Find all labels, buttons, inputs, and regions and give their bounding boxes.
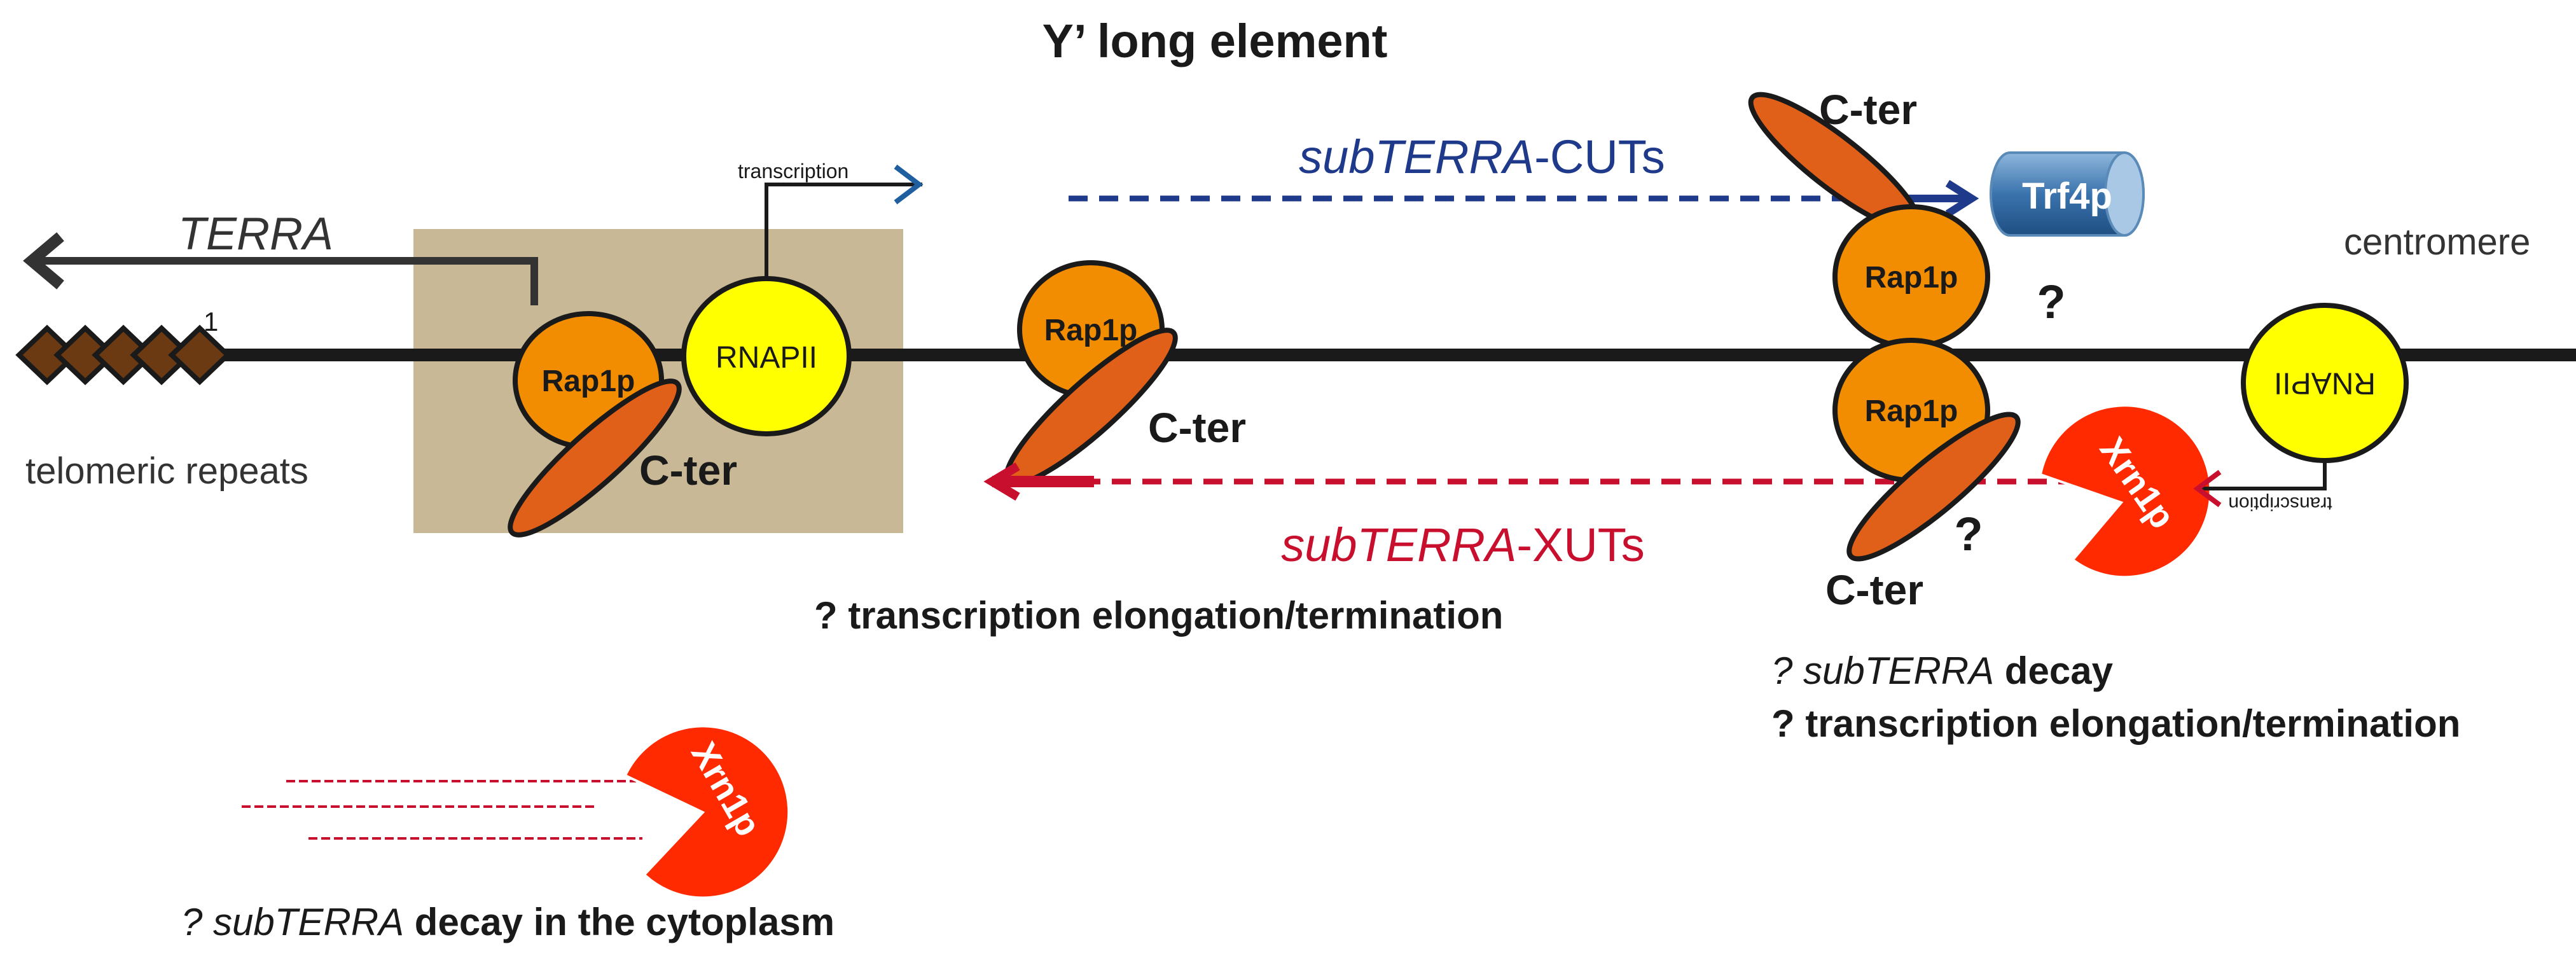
telomeric-repeats [15, 324, 232, 385]
rap1p-label: Rap1p [542, 364, 635, 398]
rap1p-label-upper: Rap1p [1865, 261, 1958, 295]
cter-label-promoter: C-ter [639, 447, 737, 494]
diagram-title: Y’ long element [1042, 15, 1388, 67]
repeat-index: 1 [204, 307, 218, 337]
cyto-decay-label: ? subTERRA decay in the cytoplasm [181, 901, 834, 943]
terra-transcript-arrow [32, 257, 538, 305]
transcription-arrow-right [2198, 461, 2327, 490]
rnapii-label: RNAPII [716, 341, 817, 375]
xrn1p-nuclear [2039, 404, 2212, 579]
rnapii-promoter [681, 276, 852, 436]
cter-domain-promoter [508, 378, 682, 538]
xuts-label: subTERRA-XUTs [1281, 518, 1645, 571]
question-trf4p: ? [2037, 275, 2065, 328]
xuts-arrowhead [983, 462, 1020, 501]
transcription-arrowhead-right [2193, 469, 2222, 508]
rnapii-label-antisense: RNAPII [2274, 366, 2376, 400]
xrn1p-cytoplasmic [623, 725, 791, 899]
rap1p-label-lower: Rap1p [1865, 394, 1958, 428]
rap1p-label-middle: Rap1p [1044, 314, 1138, 347]
trf4p-protein [1990, 151, 2145, 237]
trf4p-label: Trf4p [2022, 176, 2112, 217]
transcription-label-right: transcription [2228, 493, 2332, 514]
telomeric-repeats-label: telomeric repeats [25, 450, 308, 492]
transcription-label-top: transcription [738, 160, 848, 183]
cter-domain-lower [1846, 412, 2021, 562]
cter-label-middle: C-ter [1148, 404, 1246, 451]
cter-label-lower: C-ter [1825, 566, 1923, 613]
cter-label-upper: C-ter [1819, 86, 1917, 133]
cuts-label: subTERRA-CUTs [1299, 130, 1665, 183]
elongation-label-right: ? transcription elongation/termination [1771, 702, 2460, 745]
subterra-decay-label: ? subTERRA decay [1771, 649, 2114, 692]
transcription-arrowhead-top [894, 164, 924, 205]
terra-label: TERRA [178, 209, 333, 260]
cuts-arrowhead [1945, 179, 1979, 218]
centromere-label: centromere [2344, 221, 2530, 263]
elongation-label-middle: ? transcription elongation/termination [814, 594, 1503, 637]
transcription-arrow-top [765, 183, 922, 280]
terra-arrowhead [23, 232, 64, 289]
question-xrn1p: ? [1954, 508, 1983, 560]
